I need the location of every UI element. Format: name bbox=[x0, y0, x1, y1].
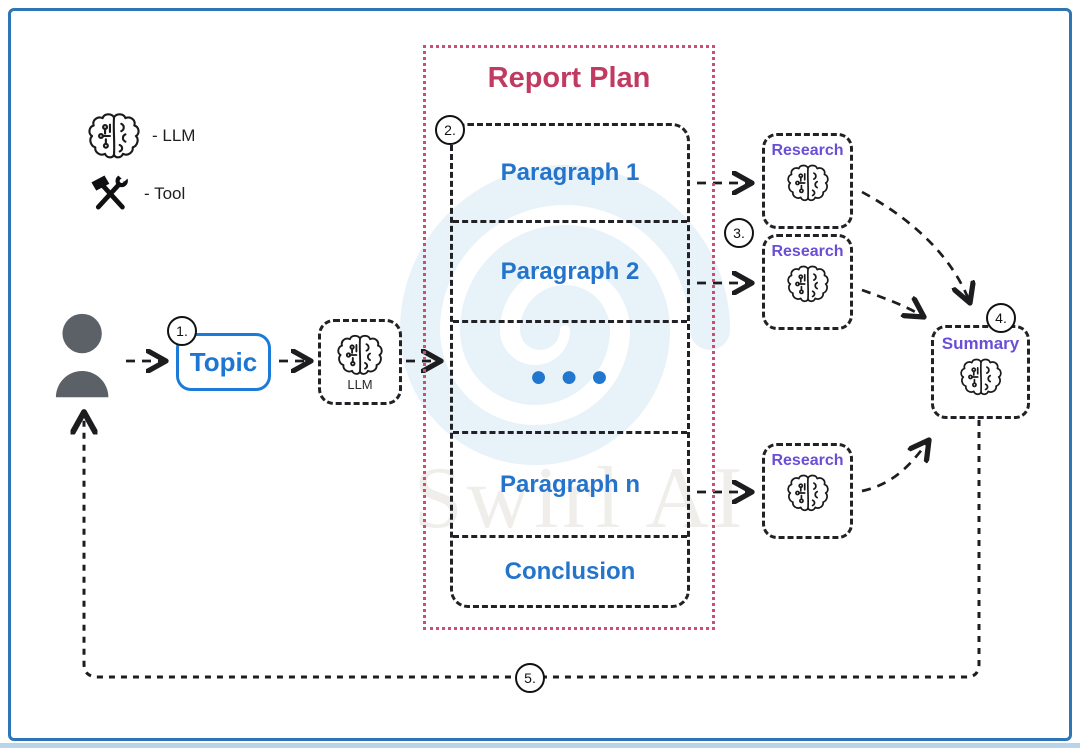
summary-node: Summary bbox=[931, 325, 1030, 419]
legend-tool-label: - Tool bbox=[144, 184, 186, 203]
brain-icon bbox=[787, 472, 829, 514]
llm-node: LLM bbox=[318, 319, 402, 405]
research-node-1: Research bbox=[762, 133, 853, 229]
arrow-research2-to-summary bbox=[861, 288, 924, 317]
report-plan-container bbox=[423, 45, 715, 630]
legend: - LLM - Tool bbox=[88, 110, 195, 216]
topic-label: Topic bbox=[189, 346, 258, 377]
report-plan-box: Paragraph 1 Paragraph 2 ● ● ● Paragraph … bbox=[450, 123, 690, 608]
step-badge-3: 3. bbox=[724, 218, 754, 248]
step-badge-5: 5. bbox=[515, 663, 545, 693]
brain-icon bbox=[960, 356, 1002, 398]
plan-section-paragraph-2: Paragraph 2 bbox=[453, 220, 687, 319]
arrow-research1-to-summary bbox=[861, 190, 970, 303]
legend-item-tool: - Tool bbox=[88, 172, 195, 216]
summary-label: Summary bbox=[941, 334, 1020, 353]
user-icon bbox=[54, 311, 114, 401]
plan-section-paragraph-n: Paragraph n bbox=[453, 431, 687, 535]
topic-node: Topic bbox=[176, 333, 271, 391]
research-node-3: Research bbox=[762, 443, 853, 539]
plan-section-conclusion: Conclusion bbox=[453, 535, 687, 605]
brain-icon bbox=[787, 263, 829, 305]
plan-section-ellipsis: ● ● ● bbox=[453, 319, 687, 431]
research-label: Research bbox=[771, 452, 844, 469]
brain-icon bbox=[337, 332, 383, 378]
brain-icon bbox=[787, 162, 829, 204]
step-badge-2: 2. bbox=[435, 115, 465, 145]
legend-llm-label: - LLM bbox=[152, 126, 196, 145]
step-badge-1: 1. bbox=[167, 316, 197, 346]
llm-label: LLM bbox=[347, 377, 373, 392]
brain-icon bbox=[88, 110, 140, 162]
research-label: Research bbox=[771, 142, 844, 159]
tools-icon bbox=[88, 172, 132, 216]
report-plan-title: Report Plan bbox=[487, 62, 651, 94]
plan-section-paragraph-1: Paragraph 1 bbox=[500, 159, 640, 187]
bottom-accent-strip bbox=[0, 743, 1080, 748]
legend-item-llm: - LLM bbox=[88, 110, 195, 162]
research-label: Research bbox=[771, 243, 844, 260]
step-badge-4: 4. bbox=[986, 303, 1016, 333]
research-node-2: Research bbox=[762, 234, 853, 330]
